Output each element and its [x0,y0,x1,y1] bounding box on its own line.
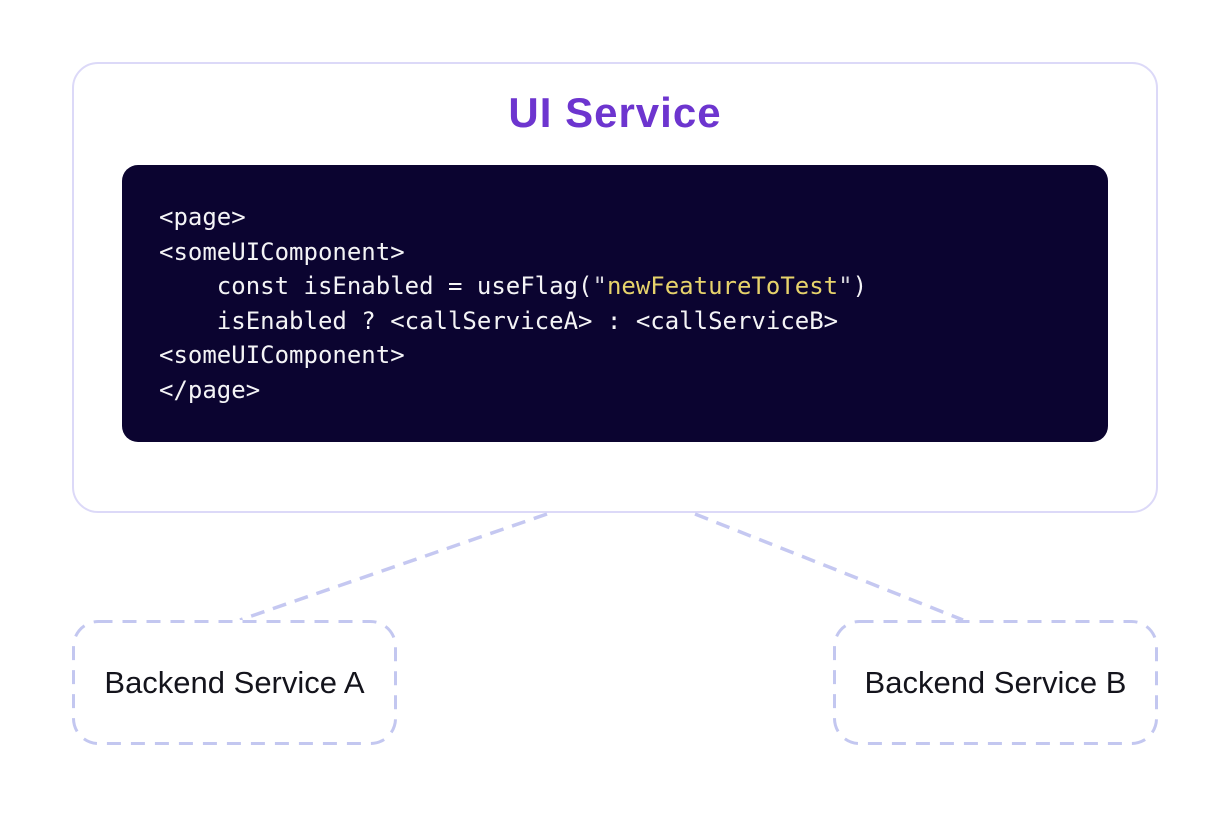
code-segment-quote: " [838,272,853,301]
code-segment-plain: <someUIComponent> [159,341,405,370]
code-segment-plain: const isEnabled = useFlag( [159,272,593,301]
code-line: </page> [159,373,1088,408]
ui-service-node: UI Service <page> <someUIComponent> const… [72,62,1158,513]
code-line: isEnabled ? <callServiceA> : <callServic… [159,304,1088,339]
code-segment-plain: isEnabled ? <callServiceA> : <callServic… [159,306,839,335]
code-snippet: <page> <someUIComponent> const isEnabled … [122,165,1108,442]
backend-a-dashed-border [72,620,397,745]
connector-to-backend-a [239,512,548,622]
code-segment-plain: <someUIComponent> [159,237,405,266]
code-segment-plain: </page> [159,375,261,404]
code-line: <someUIComponent> [159,235,1088,270]
backend-service-b-node: Backend Service B [833,620,1158,745]
backend-service-a-label: Backend Service A [104,664,365,700]
code-line: const isEnabled = useFlag("newFeatureToT… [159,269,1088,304]
backend-b-dashed-border [833,620,1158,745]
connector-to-backend-b [694,512,964,622]
code-line: <page> [159,200,1088,235]
code-segment-string: newFeatureToTest [606,272,839,301]
code-segment-plain: ) [852,272,868,301]
ui-service-title: UI Service [508,89,722,136]
backend-service-a-node: Backend Service A [72,620,397,745]
code-segment-quote: " [592,272,607,301]
backend-service-b-label: Backend Service B [864,664,1127,700]
code-segment-plain: <page> [159,203,246,231]
code-line: <someUIComponent> [159,338,1088,373]
